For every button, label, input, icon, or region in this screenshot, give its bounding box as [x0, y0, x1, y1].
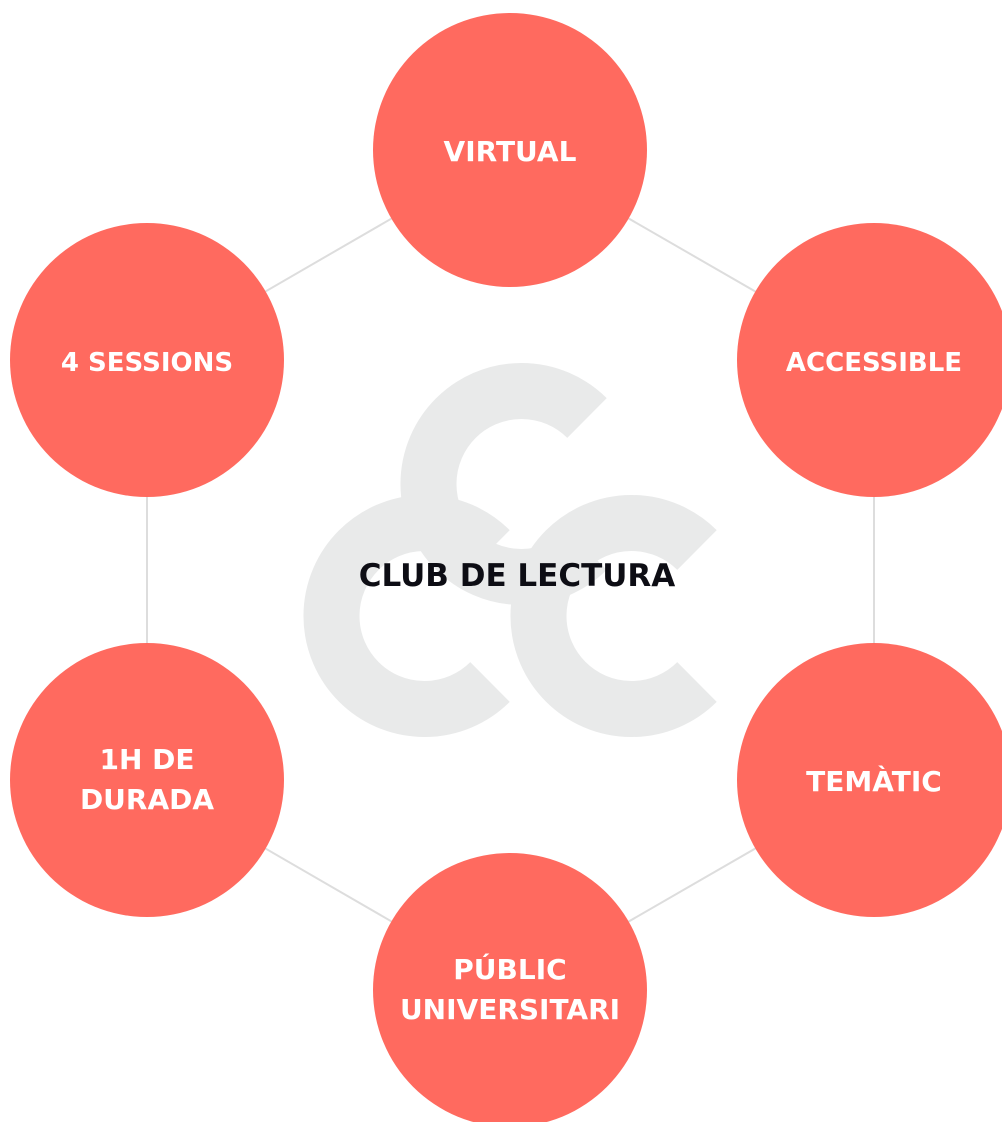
node-public-universitari-label-line-2: UNIVERSITARI — [400, 993, 620, 1026]
node-public-universitari: PÚBLIC UNIVERSITARI — [373, 853, 647, 1122]
node-accessible-label: ACCESSIBLE — [786, 348, 962, 378]
node-virtual: VIRTUAL — [373, 13, 647, 287]
node-tematic-circle — [737, 643, 1002, 917]
node-4-sessions-label: 4 SESSIONS — [61, 348, 233, 378]
center-title: CLUB DE LECTURA — [359, 558, 676, 594]
node-4-sessions: 4 SESSIONS — [10, 223, 284, 497]
node-accessible: ACCESSIBLE — [737, 223, 1002, 497]
node-1h-de-durada: 1H DE DURADA — [10, 643, 284, 917]
logo-arc-right — [510, 495, 717, 737]
node-tematic-label: TEMÀTIC — [806, 764, 942, 798]
node-1h-de-durada-circle — [10, 643, 284, 917]
logo-arc-left — [303, 495, 510, 737]
node-public-universitari-circle — [373, 853, 647, 1122]
node-4-sessions-circle — [10, 223, 284, 497]
node-1h-de-durada-label-line-2: DURADA — [80, 783, 214, 816]
logo-mark — [303, 363, 717, 737]
node-public-universitari-label-line-1: PÚBLIC — [453, 952, 566, 986]
node-tematic: TEMÀTIC — [737, 643, 1002, 917]
node-virtual-label: VIRTUAL — [444, 135, 577, 168]
node-virtual-circle — [373, 13, 647, 287]
node-1h-de-durada-label-line-1: 1H DE — [99, 743, 194, 776]
node-accessible-circle — [737, 223, 1002, 497]
